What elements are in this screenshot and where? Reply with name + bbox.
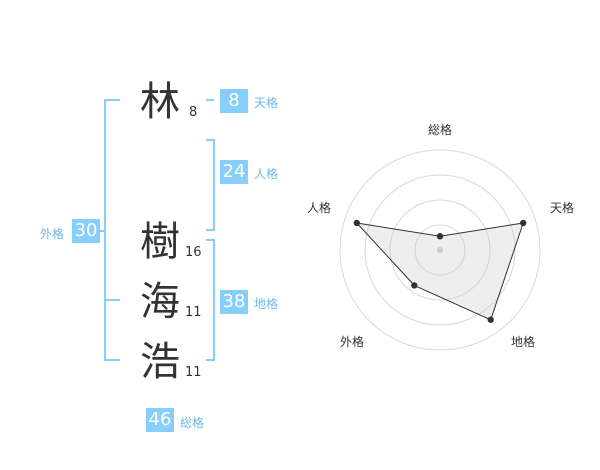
chikaku-bracket [206,239,215,361]
jinkaku-value: 24 [220,160,248,184]
radar-axis-label-3: 外格 [340,335,365,349]
gaikaku-value: 30 [72,219,100,243]
radar-center [437,247,443,253]
stroke-count-3: 11 [185,305,202,320]
radar-point-4 [353,219,360,227]
radar-series-polygon [355,222,524,321]
stroke-count-4: 11 [185,365,202,380]
jinkaku-label: 人格 [254,167,279,181]
radar-ring-1 [414,224,466,276]
name-char-3: 海 [140,279,180,325]
radar-point-1 [520,219,527,227]
chikaku-label: 地格 [254,297,279,311]
name-char-2: 樹 [140,219,180,265]
radar-ring-3 [364,174,516,326]
gaikaku-label: 外格 [40,227,65,241]
radar-ring-4 [339,149,541,351]
radar-axis-label-0: 総格 [428,123,453,137]
radar-axis-label-4: 人格 [307,201,332,215]
radar-ring-2 [389,199,491,301]
soukaku-value: 46 [146,408,174,432]
radar-point-2 [487,316,494,323]
tenkaku-label: 天格 [254,96,279,110]
stroke-count-1: 8 [189,105,198,120]
name-char-1: 林 [140,79,180,125]
radar-axis-label-2: 地格 [511,335,536,349]
radar-point-3 [411,282,418,289]
chikaku-value: 38 [220,290,248,314]
tenkaku-value: 8 [220,89,248,113]
name-char-4: 浩 [140,339,180,385]
jinkaku-bracket [206,139,215,231]
radar-axis-label-1: 天格 [550,201,575,215]
soukaku-label: 総格 [180,416,205,430]
radar-point-0 [436,233,444,240]
stroke-count-2: 16 [185,245,202,260]
